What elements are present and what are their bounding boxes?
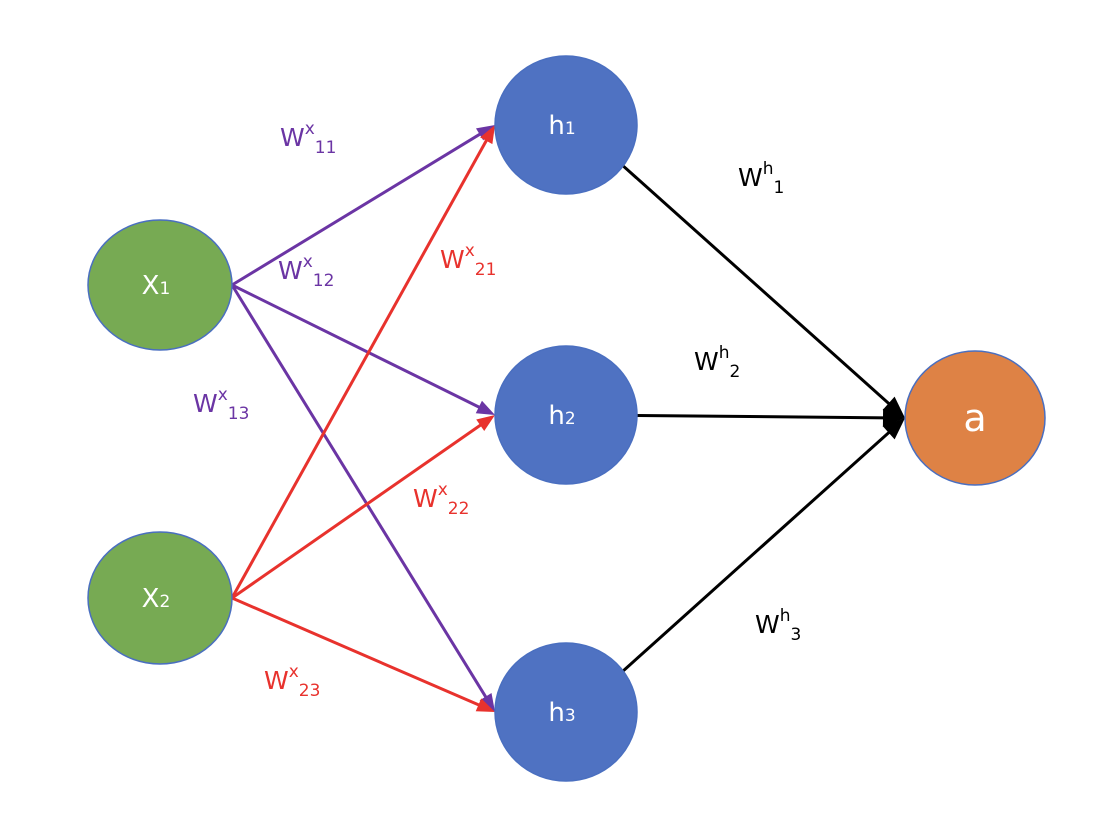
node-circle [87, 531, 233, 665]
arrowhead-icon [475, 400, 495, 415]
node-a: a [904, 350, 1046, 486]
node-label-h2: h2 [548, 401, 575, 431]
node-circle [494, 55, 638, 195]
arrowhead-icon [475, 698, 495, 712]
edge-label-x1-h3: Wx13 [193, 385, 249, 424]
edge-x1-h2 [231, 283, 482, 410]
node-label-a: a [963, 396, 986, 440]
arrowhead-icon [882, 418, 905, 440]
edge-label-h2-a: Wh2 [694, 343, 740, 382]
edge-x2-h3 [231, 596, 482, 708]
edge-x2-h1 [230, 137, 489, 599]
edge-label-x1-h2: Wx12 [278, 252, 334, 291]
edge-x1-h3 [230, 284, 489, 700]
arrowhead-icon [479, 693, 495, 712]
node-circle [494, 345, 638, 485]
edge-x1-h1 [231, 131, 483, 287]
edge-label-x2-h2: Wx22 [413, 480, 469, 519]
edge-h3-a [622, 429, 893, 673]
arrowhead-icon [480, 125, 495, 145]
node-circle [494, 642, 638, 782]
arrowhead-icon [882, 408, 905, 427]
node-label-h1: h1 [548, 111, 575, 141]
arrowhead-icon [475, 125, 495, 141]
node-h3: h3 [494, 642, 638, 782]
edge-h2-a [636, 414, 887, 420]
edge-label-x2-h1: Wx21 [440, 241, 496, 280]
node-circle [904, 350, 1046, 486]
node-label-x1: X1 [142, 271, 171, 301]
node-x2: X2 [87, 531, 233, 665]
node-label-h3: h3 [548, 698, 575, 728]
edge-label-x1-h1: Wx11 [280, 119, 336, 158]
edge-label-h1-a: Wh1 [738, 159, 784, 198]
node-h1: h1 [494, 55, 638, 195]
edge-x2-h2 [231, 422, 484, 600]
arrowhead-icon [476, 415, 495, 432]
edge-label-h3-a: Wh3 [755, 606, 801, 645]
node-circle [87, 219, 233, 351]
edge-h1-a [622, 164, 893, 407]
arrowhead-icon [882, 396, 905, 418]
node-label-x2: X2 [142, 584, 171, 614]
edges-layer [230, 125, 905, 712]
node-x1: X1 [87, 219, 233, 351]
edge-label-x2-h3: Wx23 [264, 662, 320, 701]
node-h2: h2 [494, 345, 638, 485]
